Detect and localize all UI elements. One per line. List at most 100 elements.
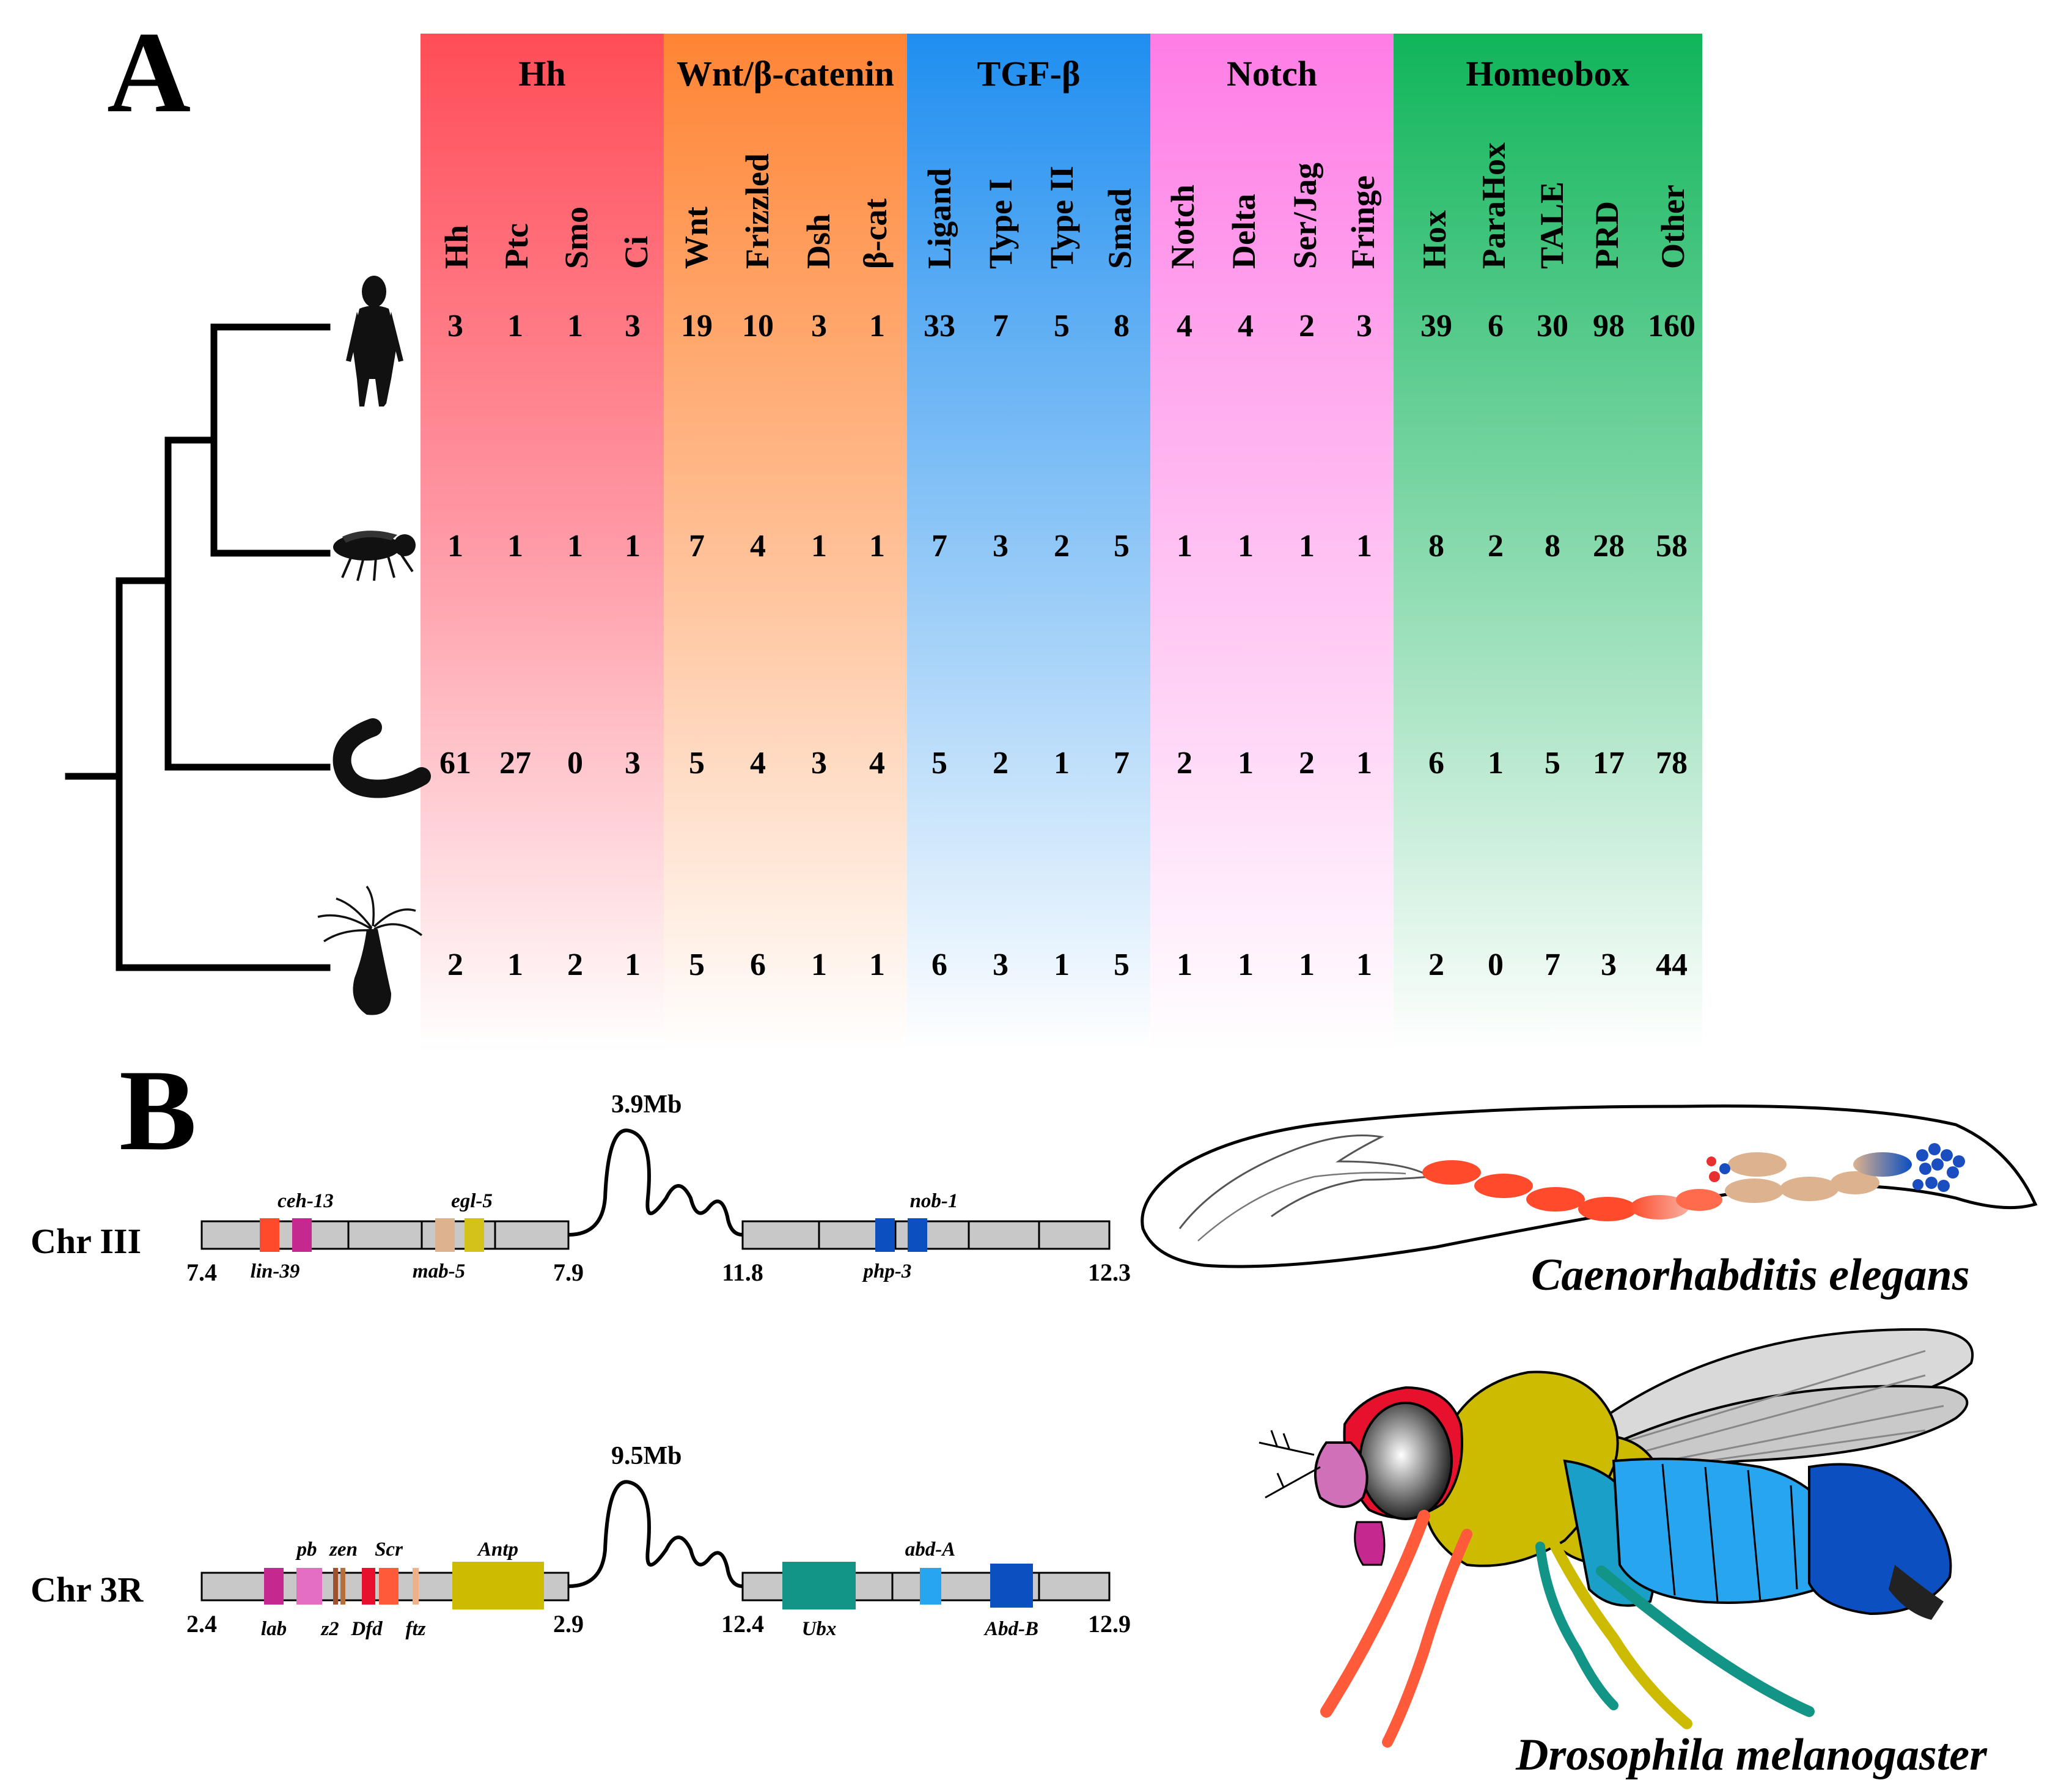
count-cell: 5	[1114, 529, 1130, 564]
count-cell: 4	[1177, 309, 1192, 344]
count-cell: 19	[681, 309, 713, 344]
count-cell: 1	[625, 947, 641, 982]
gene-antp	[452, 1562, 544, 1609]
celegans-gap-label: 3.9Mb	[611, 1090, 682, 1119]
count-cell: 78	[1656, 746, 1688, 781]
drosophila-species-label: Drosophila melanogaster	[1515, 1730, 1988, 1780]
gene-z2	[340, 1568, 345, 1605]
label-scr: Scr	[375, 1539, 403, 1561]
count-cell: 58	[1656, 529, 1688, 564]
count-cell: 2	[447, 947, 463, 982]
phylogenetic-tree	[65, 323, 331, 971]
celegans-gap-loop	[568, 1128, 743, 1237]
homeobox-band	[1394, 34, 1702, 1051]
drosophila-locus: Chr 3R 9.5Mb pb zen Scr Antp abd-A lab z…	[31, 1442, 1131, 1640]
count-cell: 1	[869, 529, 885, 564]
count-cell: 17	[1593, 746, 1625, 781]
count-cell: 6	[750, 947, 766, 982]
count-cell: 0	[1488, 947, 1504, 982]
gene-ftz	[413, 1568, 419, 1605]
count-cell: 1	[811, 529, 827, 564]
col-smad: Smad	[1101, 188, 1138, 269]
count-cell: 8	[1114, 309, 1130, 344]
col-parahox: ParaHox	[1475, 142, 1512, 269]
col-delta: Delta	[1225, 194, 1262, 269]
count-cell: 10	[742, 309, 774, 344]
group-header-tgf: TGF-β	[977, 54, 1080, 94]
count-cell: 1	[1177, 529, 1192, 564]
count-cell: 1	[1356, 746, 1372, 781]
count-cell: 1	[1054, 746, 1070, 781]
group-header-homeobox: Homeobox	[1466, 54, 1629, 94]
gene-mab-5	[435, 1218, 455, 1252]
count-cell: 6	[1488, 309, 1504, 344]
count-cell: 2	[993, 746, 1008, 781]
col-frizzled: Frizzled	[739, 153, 776, 269]
label-abd-a: abd-A	[905, 1539, 956, 1561]
label-pb: pb	[295, 1539, 317, 1561]
count-cell: 61	[439, 746, 471, 781]
col-type-ii: Type II	[1043, 166, 1080, 269]
label-lab: lab	[261, 1618, 287, 1640]
label-dfd: Dfd	[350, 1618, 383, 1640]
gene-lab	[264, 1568, 284, 1605]
coord-end-right: 12.9	[1088, 1610, 1131, 1638]
count-cell: 1	[811, 947, 827, 982]
col-hox: Hox	[1416, 210, 1453, 269]
gene-ceh-13	[292, 1218, 312, 1252]
drosophila-gap-loop	[568, 1480, 743, 1588]
tree-node-inner	[164, 323, 331, 557]
coord-start-left: 7.4	[186, 1259, 217, 1286]
count-cell: 1	[1488, 746, 1504, 781]
col-ligand: Ligand	[921, 168, 958, 269]
count-cell: 0	[567, 746, 583, 781]
label-php-3: php-3	[862, 1260, 912, 1282]
fly-silhouette-icon	[333, 531, 416, 581]
label-ubx: Ubx	[802, 1618, 837, 1640]
count-cell: 1	[567, 309, 583, 344]
group-header-wnt: Wnt/β-catenin	[677, 54, 894, 94]
label-mab-5: mab-5	[413, 1260, 465, 1282]
count-cell: 6	[931, 947, 947, 982]
group-header-hh: Hh	[518, 54, 565, 94]
count-cell: 5	[689, 947, 705, 982]
count-cell: 1	[1299, 947, 1315, 982]
count-cell: 1	[567, 529, 583, 564]
count-cell: 3	[811, 309, 827, 344]
col-beta-cat: β-cat	[857, 199, 894, 269]
count-cell: 8	[1545, 529, 1560, 564]
celegans-locus: Chr III 3.9Mb ceh-13 egl-5 nob-1 lin-39 …	[31, 1090, 1131, 1286]
count-cell: 1	[1238, 947, 1254, 982]
count-cell: 33	[924, 309, 955, 344]
label-antp: Antp	[477, 1539, 518, 1561]
count-cell: 3	[993, 947, 1008, 982]
count-cell: 3	[993, 529, 1008, 564]
count-cell: 3	[447, 309, 463, 344]
count-cell: 1	[869, 309, 885, 344]
col-smo: Smo	[558, 207, 595, 269]
count-cell: 1	[507, 529, 523, 564]
col-notch: Notch	[1164, 185, 1201, 269]
notch-band	[1150, 34, 1394, 1051]
col-other: Other	[1655, 185, 1691, 269]
count-cell: 4	[750, 529, 766, 564]
drosophila-gap-label: 9.5Mb	[611, 1442, 682, 1470]
count-cell: 4	[1238, 309, 1254, 344]
human-silhouette-icon	[346, 276, 403, 406]
col-fringe: Fringe	[1345, 175, 1381, 269]
count-cell: 1	[869, 947, 885, 982]
count-cell: 5	[1114, 947, 1130, 982]
column-headers: Hh Ptc Smo Ci Wnt Frizzled Dsh β-cat Lig…	[438, 142, 1691, 269]
count-cell: 6	[1428, 746, 1444, 781]
coord-start-right: 11.8	[722, 1259, 763, 1286]
count-cell: 1	[1299, 529, 1315, 564]
count-cell: 5	[689, 746, 705, 781]
gene-scr	[379, 1568, 399, 1605]
worm-silhouette-icon	[332, 718, 431, 798]
count-cell: 30	[1537, 309, 1568, 344]
count-cell: 5	[931, 746, 947, 781]
gene-pb	[296, 1568, 322, 1605]
count-cell: 2	[1177, 746, 1192, 781]
col-type-i: Type I	[982, 178, 1019, 269]
